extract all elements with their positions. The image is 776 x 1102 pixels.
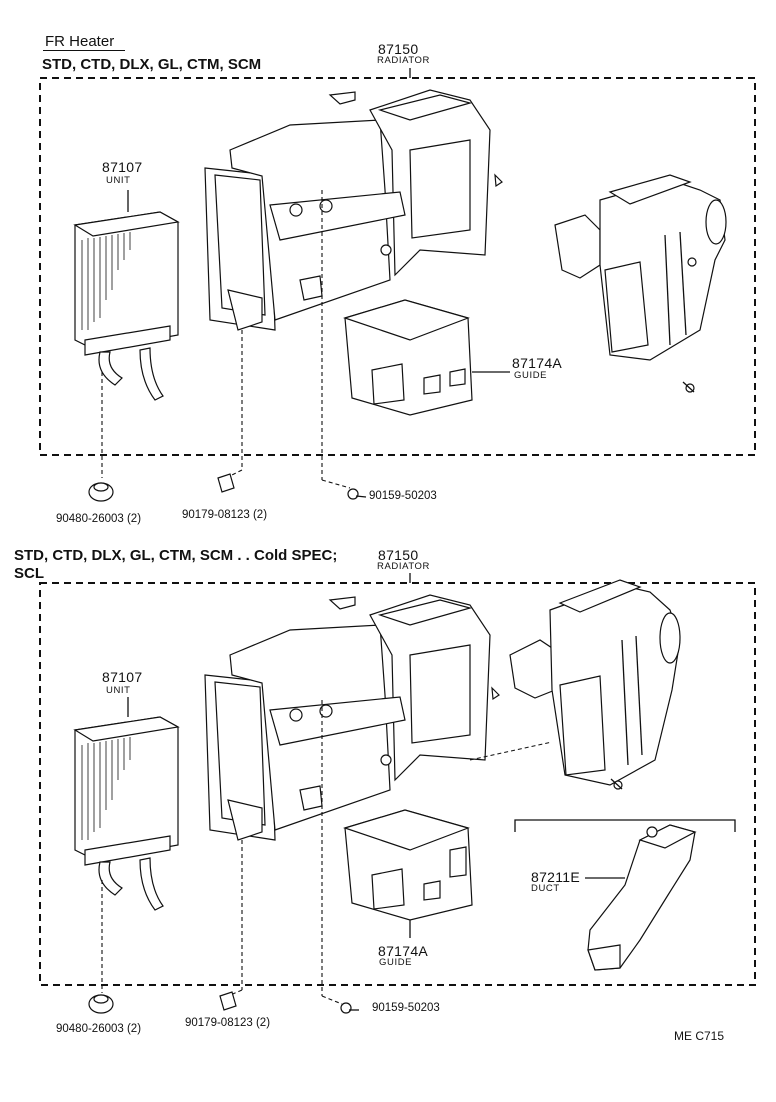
guide-2 xyxy=(343,809,473,921)
grommet-2 xyxy=(88,994,114,1014)
unit-2-name: UNIT xyxy=(106,685,131,696)
heater-case-2 xyxy=(204,594,500,841)
screw-1-part: 90159-50203 xyxy=(369,490,437,502)
grommet-2-part: 90480-26003 (2) xyxy=(56,1023,142,1035)
clip-1 xyxy=(217,473,235,493)
screw-2-part: 90159-50203 xyxy=(372,1002,440,1014)
section-1-frame xyxy=(39,77,756,456)
radiator-1-name: RADIATOR xyxy=(377,55,431,66)
unit-2-number: 87107 xyxy=(102,669,143,685)
heater-case-1 xyxy=(204,89,503,331)
clip-2 xyxy=(219,991,237,1011)
duct-number: 87211E xyxy=(531,869,581,885)
duct-assembly-1 xyxy=(554,174,727,361)
clip-1-part: 90179-08123 (2) xyxy=(182,509,268,521)
screw-2 xyxy=(340,1002,359,1014)
duct-87211e xyxy=(587,824,697,971)
heater-core-1 xyxy=(73,211,180,401)
screw-1 xyxy=(347,488,367,500)
variant-2-label: STD, CTD, DLX, GL, CTM, SCM . . Cold SPE… xyxy=(14,547,338,564)
duct-name: DUCT xyxy=(531,883,560,894)
duct-assembly-2 xyxy=(509,579,681,786)
section-2-frame xyxy=(39,582,756,986)
guide-2-name: GUIDE xyxy=(379,957,413,968)
guide-1-name: GUIDE xyxy=(514,370,548,381)
duct-screw-1 xyxy=(682,381,695,393)
radiator-2-number: 87150 xyxy=(378,547,419,563)
duct-screw-2 xyxy=(610,778,623,790)
radiator-1-number: 87150 xyxy=(378,41,419,57)
grommet-1 xyxy=(88,482,114,502)
unit-1-number: 87107 xyxy=(102,159,143,175)
guide-1 xyxy=(343,299,473,416)
variant-2-label-continued: SCL xyxy=(14,565,44,582)
radiator-2-name: RADIATOR xyxy=(377,561,431,572)
variant-1-label: STD, CTD, DLX, GL, CTM, SCM xyxy=(42,56,262,73)
clip-2-part: 90179-08123 (2) xyxy=(185,1017,271,1029)
unit-1-name: UNIT xyxy=(106,175,131,186)
heater-core-2 xyxy=(73,716,180,911)
section-title-underline xyxy=(43,50,125,51)
guide-2-number: 87174A xyxy=(378,943,429,959)
grommet-1-part: 90480-26003 (2) xyxy=(56,513,142,525)
section-title: FR Heater xyxy=(45,33,115,50)
duct-bracket xyxy=(514,819,736,832)
figure-code: ME C715 xyxy=(674,1029,725,1043)
guide-1-number: 87174A xyxy=(512,355,563,371)
